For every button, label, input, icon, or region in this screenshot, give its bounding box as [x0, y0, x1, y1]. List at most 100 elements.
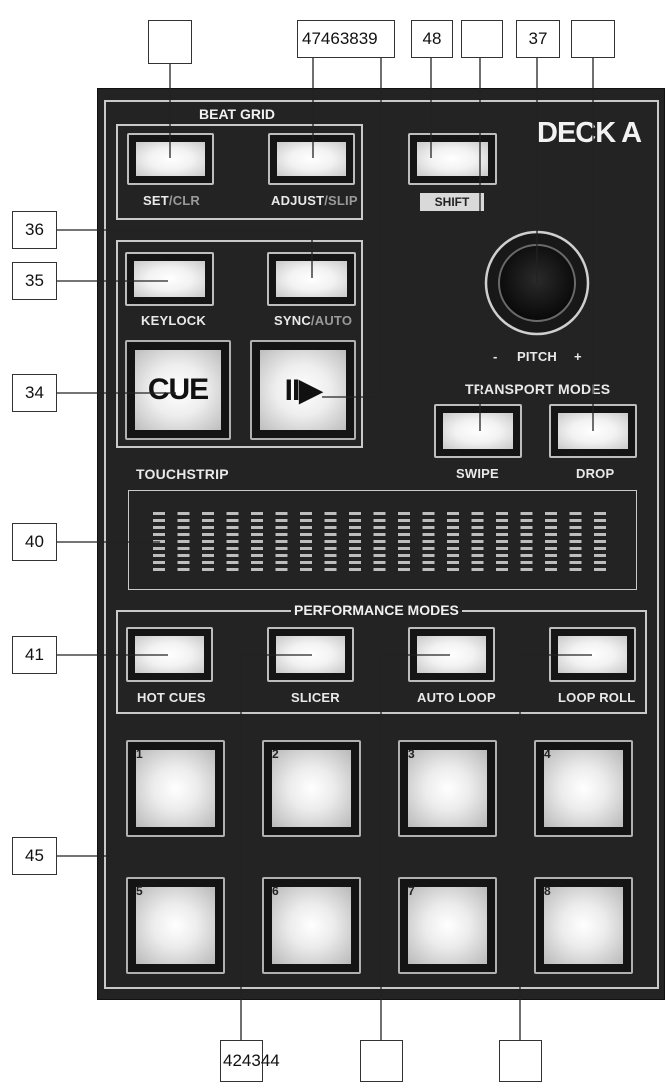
touchstrip-led: [471, 561, 484, 564]
touchstrip-led: [373, 561, 386, 564]
pad-8[interactable]: 8: [534, 877, 633, 974]
touchstrip-led: [300, 547, 312, 550]
touchstrip-led: [398, 561, 410, 564]
touchstrip-led: [496, 512, 508, 515]
pad-3[interactable]: 3: [398, 740, 497, 837]
touchstrip-led: [398, 568, 410, 571]
cue-button[interactable]: CUE: [125, 340, 231, 440]
touchstrip-led: [373, 533, 386, 536]
touchstrip-led: [324, 526, 337, 529]
callout-top-6: [571, 20, 615, 58]
touchstrip-led: [447, 568, 459, 571]
touchstrip-led: [422, 540, 435, 543]
play-pause-icon: II▶: [284, 373, 323, 407]
touchstrip-led: [447, 519, 459, 522]
touchstrip-led: [422, 561, 435, 564]
touchstrip-led: [422, 547, 435, 550]
touchstrip-led: [202, 519, 214, 522]
pad-6-number: 6: [272, 884, 279, 898]
pad-4[interactable]: 4: [534, 740, 633, 837]
touchstrip-led: [226, 554, 239, 557]
touchstrip-led: [545, 547, 557, 550]
touchstrip-led: [422, 568, 435, 571]
pad-5[interactable]: 5: [126, 877, 225, 974]
touchstrip-led: [349, 512, 361, 515]
touchstrip-led: [202, 540, 214, 543]
keylock-label: KEYLOCK: [141, 313, 206, 328]
touchstrip-led: [373, 526, 386, 529]
touchstrip-led: [545, 526, 557, 529]
touchstrip-led: [422, 512, 435, 515]
callout-top-5: 37: [516, 20, 560, 58]
swipe-button[interactable]: [434, 404, 522, 458]
callout-41: 41: [12, 636, 57, 674]
touchstrip-led: [177, 526, 190, 529]
touchstrip-led: [251, 512, 263, 515]
touchstrip-led: [251, 568, 263, 571]
touchstrip-led: [349, 561, 361, 564]
touchstrip-led: [496, 547, 508, 550]
touchstrip-led: [300, 512, 312, 515]
touchstrip-led: [275, 526, 288, 529]
touchstrip-led: [349, 526, 361, 529]
touchstrip-led: [251, 526, 263, 529]
touchstrip-led: [349, 547, 361, 550]
touchstrip-led: [226, 512, 239, 515]
leader-36: [57, 229, 313, 278]
touchstrip-led: [520, 568, 533, 571]
shift-button[interactable]: [408, 133, 497, 185]
touchstrip-led: [324, 533, 337, 536]
pad-6[interactable]: 6: [262, 877, 361, 974]
pad-7[interactable]: 7: [398, 877, 497, 974]
touchstrip-led: [202, 533, 214, 536]
touchstrip-led: [373, 547, 386, 550]
keylock-button[interactable]: [125, 252, 214, 306]
touchstrip-led: [226, 519, 239, 522]
touchstrip-led: [373, 512, 386, 515]
transport-group-frame: [116, 240, 363, 448]
touchstrip-heading: TOUCHSTRIP: [136, 466, 229, 482]
pad-4-number: 4: [544, 747, 551, 761]
pad-2[interactable]: 2: [262, 740, 361, 837]
slicer-label: SLICER: [291, 690, 340, 705]
touchstrip-led: [422, 519, 435, 522]
touchstrip-led: [251, 554, 263, 557]
touchstrip-led: [153, 561, 165, 564]
touchstrip-led: [275, 561, 288, 564]
touchstrip-led: [447, 554, 459, 557]
loop-roll-label: LOOP ROLL: [558, 690, 636, 705]
pad-1[interactable]: 1: [126, 740, 225, 837]
touchstrip-led: [496, 519, 508, 522]
touchstrip-led: [373, 519, 386, 522]
touchstrip-led: [398, 540, 410, 543]
touchstrip-led: [594, 512, 606, 515]
touchstrip-led: [594, 554, 606, 557]
touchstrip-led: [300, 554, 312, 557]
touchstrip-led: [324, 512, 337, 515]
play-pause-button[interactable]: II▶: [250, 340, 356, 440]
touchstrip-led: [153, 533, 165, 536]
touchstrip-led: [349, 519, 361, 522]
touchstrip-led: [153, 519, 165, 522]
adjust-slip-button[interactable]: [268, 133, 355, 185]
touchstrip-led: [177, 533, 190, 536]
touchstrip-led: [226, 568, 239, 571]
touchstrip-led: [447, 561, 459, 564]
callout-top-4: [461, 20, 503, 58]
touchstrip-led: [569, 533, 582, 536]
touchstrip-led: [520, 519, 533, 522]
touchstrip-led: [520, 526, 533, 529]
drop-label: DROP: [576, 466, 615, 481]
touchstrip-led: [300, 526, 312, 529]
callout-top-1: [148, 20, 192, 64]
touchstrip-led: [177, 561, 190, 564]
pad-5-number: 5: [136, 884, 143, 898]
callout-top-2: 47463839: [297, 20, 395, 58]
touchstrip-led: [471, 554, 484, 557]
touchstrip-led: [398, 512, 410, 515]
touchstrip-led: [398, 519, 410, 522]
touchstrip-led: [447, 526, 459, 529]
touchstrip-frame: [128, 490, 637, 590]
touchstrip-led: [545, 568, 557, 571]
